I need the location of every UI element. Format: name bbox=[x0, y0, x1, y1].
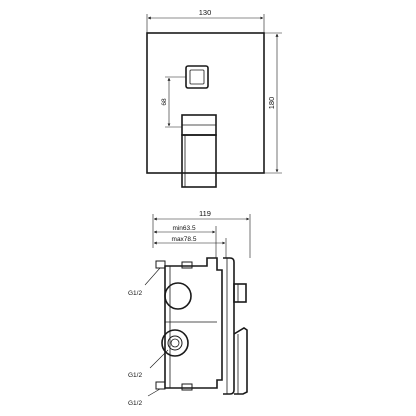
side-lever bbox=[233, 327, 248, 395]
max-label: max78.5 bbox=[172, 236, 197, 243]
diverter-knob-inner bbox=[189, 69, 205, 85]
front-plate bbox=[146, 32, 265, 174]
side-view: 119 min63.5 max78.5 G1/2 G1/2 bbox=[128, 209, 251, 407]
spacing-label: 68 bbox=[161, 98, 168, 106]
port-mid-label: G1/2 bbox=[128, 372, 142, 379]
port-top-leader bbox=[144, 267, 161, 286]
side-plate bbox=[223, 257, 235, 395]
port-bottom-leader bbox=[147, 388, 161, 397]
cartridge-circle-top bbox=[164, 282, 192, 310]
port-stub-top-left bbox=[155, 260, 166, 269]
side-knob bbox=[233, 283, 247, 303]
diverter-knob bbox=[185, 65, 209, 89]
port-stub-bottom-right bbox=[181, 383, 193, 391]
min-label: min63.5 bbox=[172, 225, 196, 232]
port-bottom-label: G1/2 bbox=[128, 400, 142, 407]
width-label: 130 bbox=[199, 8, 212, 17]
lever-body bbox=[181, 134, 217, 188]
height-label: 180 bbox=[267, 97, 276, 110]
port-stub-bottom-left bbox=[155, 381, 166, 390]
valve-body bbox=[164, 257, 223, 389]
port-stub-top-right bbox=[181, 261, 193, 269]
port-circle-mid-core bbox=[170, 338, 180, 348]
port-circle-mid-inner bbox=[167, 335, 183, 351]
front-view: 130 180 68 bbox=[146, 8, 282, 188]
port-mid-leader bbox=[149, 349, 169, 369]
port-top-label: G1/2 bbox=[128, 290, 142, 297]
port-circle-mid-outer bbox=[161, 329, 189, 357]
depth-label: 119 bbox=[199, 209, 211, 218]
